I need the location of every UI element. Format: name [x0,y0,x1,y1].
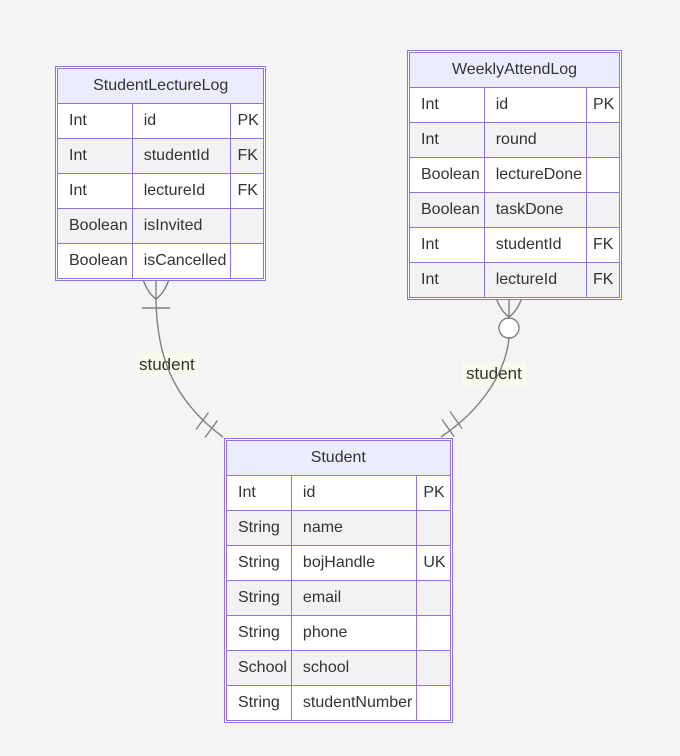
attribute-type-cell: Int [57,138,133,174]
attribute-name-cell: id [131,103,232,139]
attribute-key-cell [230,208,265,244]
attribute-key-cell [416,510,451,546]
attribute-name-cell: school [290,650,418,686]
attribute-key-cell [230,243,265,279]
attribute-name-cell: lectureId [483,262,588,298]
attribute-name-cell: round [483,122,588,158]
attribute-type-cell: Int [409,122,485,158]
attribute-name-cell: phone [290,615,418,651]
cardinality-one-bar-icon [449,411,463,429]
attribute-key-cell: PK [230,103,265,139]
attribute-key-cell: PK [416,475,451,511]
entity-title: Student [226,440,451,476]
attribute-key-cell: FK [586,227,620,263]
attribute-key-cell [416,650,451,686]
attribute-key-cell [586,157,620,193]
cardinality-one-bar-icon [195,412,210,430]
attribute-type-cell: Int [57,103,133,139]
attribute-type-cell: Boolean [409,157,485,193]
attribute-key-cell [416,685,451,721]
relationship-label-weeklyattendlog-student: student [462,362,526,386]
attribute-key-cell: FK [230,138,265,174]
attribute-name-cell: isInvited [131,208,232,244]
attribute-type-cell: Int [226,475,292,511]
attribute-key-cell: PK [586,87,620,123]
relationship-edge [440,337,510,438]
attribute-type-cell: Int [57,173,133,209]
attribute-type-cell: Boolean [57,243,133,279]
attribute-key-cell: UK [416,545,451,581]
attribute-type-cell: School [226,650,292,686]
attribute-key-cell [586,192,620,228]
attribute-key-cell [586,122,620,158]
attribute-type-cell: Int [409,262,485,298]
attribute-key-cell [416,580,451,616]
attribute-type-cell: Int [409,87,485,123]
attribute-name-cell: studentId [131,138,232,174]
cardinality-zero-circle-icon [498,317,520,339]
attribute-name-cell: lectureDone [483,157,588,193]
attribute-type-cell: String [226,685,292,721]
attribute-type-cell: String [226,510,292,546]
attribute-name-cell: name [290,510,418,546]
attribute-type-cell: Int [409,227,485,263]
attribute-type-cell: String [226,545,292,581]
attribute-name-cell: studentNumber [290,685,418,721]
attribute-key-cell: FK [586,262,620,298]
cardinality-one-bar-icon [204,420,219,438]
relationship-label-studentlecturelog-student: student [135,353,199,377]
attribute-name-cell: bojHandle [290,545,418,581]
cardinality-one-bar-icon [441,419,455,437]
attribute-name-cell: id [290,475,418,511]
attribute-name-cell: lectureId [131,173,232,209]
entity-title: StudentLectureLog [56,68,265,104]
entity-title: WeeklyAttendLog [409,52,620,88]
attribute-name-cell: studentId [483,227,588,263]
attribute-key-cell: FK [230,173,265,209]
attribute-name-cell: email [290,580,418,616]
attribute-name-cell: id [483,87,588,123]
attribute-name-cell: isCancelled [131,243,232,279]
attribute-key-cell [416,615,451,651]
attribute-type-cell: String [226,580,292,616]
attribute-type-cell: Boolean [409,192,485,228]
attribute-type-cell: Boolean [57,208,133,244]
attribute-type-cell: String [226,615,292,651]
attribute-name-cell: taskDone [483,192,588,228]
